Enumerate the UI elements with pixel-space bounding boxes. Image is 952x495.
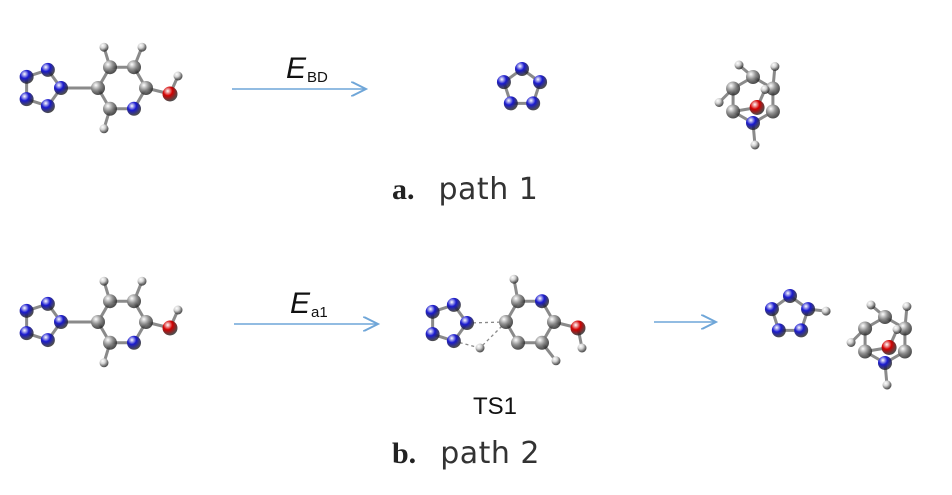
path2-caption: b.path 2 — [392, 436, 541, 471]
hydrogen-atom — [99, 276, 109, 286]
nitrogen-atom — [764, 302, 779, 317]
hydrogen-atom — [99, 42, 109, 52]
nitrogen-atom — [19, 69, 34, 84]
nitrogen-atom — [771, 323, 786, 338]
nitrogen-atom — [40, 333, 55, 348]
carbon-atom — [511, 335, 525, 350]
oxygen-atom — [881, 340, 897, 355]
carbon-atom — [127, 294, 141, 309]
nitrogen-atom — [127, 101, 141, 116]
path2-energy-label: Ea1 — [290, 287, 328, 321]
hydrogen-atom — [551, 356, 561, 366]
hydrogen-atom — [137, 276, 147, 286]
carbon-atom — [897, 321, 912, 336]
nitrogen-atom — [535, 294, 549, 309]
oxygen-atom — [162, 320, 178, 336]
path2-reactant-molecule — [19, 276, 183, 368]
nitrogen-atom — [794, 323, 809, 338]
path1-product-pyridinol — [714, 60, 780, 150]
carbon-atom — [499, 315, 513, 329]
path1-caption: a.path 1 — [392, 172, 539, 207]
carbon-atom — [103, 294, 117, 309]
hydrogen-atom — [137, 42, 147, 52]
carbon-atom — [765, 81, 780, 96]
nitrogen-atom — [446, 297, 461, 312]
hydrogen-atom — [760, 85, 770, 94]
path1-product-tetrazole — [496, 62, 548, 111]
nitrogen-atom — [515, 62, 529, 76]
nitrogen-atom — [496, 75, 511, 90]
carbon-atom — [127, 60, 141, 75]
nitrogen-atom — [533, 75, 548, 90]
carbon-atom — [858, 344, 873, 359]
carbon-atom — [511, 294, 525, 309]
nitrogen-atom — [460, 316, 474, 330]
hydrogen-atom — [577, 343, 587, 353]
nitrogen-atom — [54, 315, 68, 329]
nitrogen-atom — [801, 302, 816, 317]
carbon-atom — [91, 315, 105, 329]
partial-bond — [453, 340, 481, 349]
nitrogen-atom — [19, 303, 34, 318]
hydrogen-atom — [99, 124, 109, 134]
carbon-atom — [139, 315, 153, 329]
nitrogen-atom — [19, 326, 34, 341]
carbon-atom — [91, 81, 105, 95]
carbon-atom — [547, 315, 561, 329]
nitrogen-atom — [40, 62, 55, 77]
carbon-atom — [103, 335, 117, 350]
hydrogen-atom — [750, 140, 760, 150]
carbon-atom — [726, 81, 741, 96]
carbon-atom — [746, 70, 760, 84]
nitrogen-atom — [127, 335, 141, 350]
carbon-atom — [103, 101, 117, 116]
hydrogen-atom — [734, 60, 744, 70]
carbon-atom — [535, 335, 549, 350]
carbon-atom — [103, 60, 117, 75]
carbon-atom — [878, 310, 892, 324]
nitrogen-atom — [40, 296, 55, 311]
carbon-atom — [858, 321, 873, 336]
carbon-atom — [765, 104, 780, 119]
hydrogen-atom — [770, 62, 780, 71]
nitrogen-atom — [878, 356, 892, 370]
carbon-atom — [726, 104, 741, 119]
hydrogen-atom — [173, 305, 183, 315]
hydrogen-atom — [882, 380, 892, 390]
hydrogen-atom — [892, 325, 902, 334]
nitrogen-atom — [425, 327, 440, 342]
path1-reactant-molecule — [19, 42, 183, 134]
ts1-structure — [425, 274, 587, 366]
hydrogen-atom — [866, 300, 876, 310]
hydrogen-atom — [821, 306, 831, 316]
path2-product-pyridinol — [846, 300, 912, 390]
nitrogen-atom — [19, 92, 34, 107]
nitrogen-atom — [425, 304, 440, 319]
path2-product-tetrazole — [764, 289, 831, 338]
hydrogen-atom — [475, 343, 485, 353]
nitrogen-atom — [54, 81, 68, 95]
oxygen-atom — [570, 320, 586, 336]
hydrogen-atom — [509, 274, 519, 284]
carbon-atom — [897, 344, 912, 359]
path1-energy-label: EBD — [286, 52, 328, 86]
hydrogen-atom — [714, 98, 724, 107]
nitrogen-atom — [746, 116, 760, 130]
nitrogen-atom — [783, 289, 797, 303]
oxygen-atom — [162, 86, 178, 102]
nitrogen-atom — [503, 96, 518, 111]
hydrogen-atom — [846, 338, 856, 347]
nitrogen-atom — [446, 334, 461, 349]
oxygen-atom — [749, 100, 765, 115]
carbon-atom — [139, 81, 153, 95]
hydrogen-atom — [902, 302, 912, 311]
hydrogen-atom — [99, 358, 109, 368]
nitrogen-atom — [526, 96, 541, 111]
nitrogen-atom — [40, 99, 55, 114]
hydrogen-atom — [173, 71, 183, 81]
ts1-label: TS1 — [473, 393, 518, 420]
